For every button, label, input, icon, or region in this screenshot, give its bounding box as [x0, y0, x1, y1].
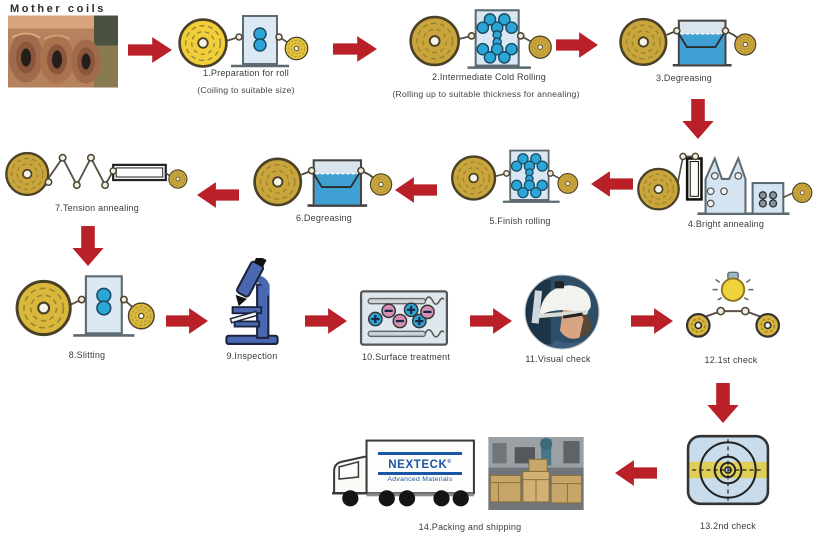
- arrow-step11-to-step12: [631, 308, 673, 334]
- step8-icon-coil-two-roller-mill: [15, 275, 155, 337]
- step3-icon-degreasing-tank: [619, 17, 757, 67]
- step13-label: 13.2nd check: [700, 521, 756, 531]
- logo-top-bar: [378, 452, 462, 455]
- step1-sublabel: (Coiling to suitable size): [197, 85, 295, 95]
- step5-label: 5.Finish rolling: [489, 216, 551, 226]
- mother-coils-photo: [8, 15, 118, 88]
- step10-label: 10.Surface treatment: [361, 352, 451, 362]
- step4-icon-bright-annealing-line: [637, 152, 813, 215]
- arrow-mothercoils-to-step1: [128, 37, 172, 63]
- step12-icon-lamp-inspection: [685, 271, 781, 338]
- step5-icon-coil-cluster-mill: [451, 149, 579, 203]
- step3-label: 3.Degreasing: [656, 73, 712, 83]
- step1-label: 1.Preparation for roll: [203, 68, 289, 78]
- step2-sublabel: (Rolling up to suitable thickness for an…: [392, 89, 580, 99]
- arrow-step5-to-step6: [395, 177, 437, 203]
- logo-tagline: Advanced Materials: [387, 475, 453, 483]
- arrow-step8-to-step9: [166, 308, 208, 334]
- step2-icon-coil-cluster-mill: [409, 9, 552, 69]
- registered-mark: ®: [447, 459, 452, 465]
- step4-label: 4.Bright annealing: [687, 219, 765, 229]
- arrow-step12-to-step13: [707, 383, 739, 423]
- mother-coils-title: Mother coils: [10, 3, 106, 15]
- logo-brand-name: NEXTECK®: [388, 458, 452, 471]
- step11-icon-worker-photo: [524, 274, 600, 350]
- step7-label: 7.Tension annealing: [55, 203, 139, 213]
- step6-label: 6.Degreasing: [296, 213, 352, 223]
- step9-icon-microscope: [225, 258, 279, 345]
- arrow-step6-to-step7: [197, 182, 239, 208]
- step11-label: 11.Visual check: [525, 354, 591, 364]
- step6-icon-degreasing-tank: [253, 157, 393, 207]
- arrow-step3-to-step4: [682, 99, 714, 139]
- step10-icon-electrolytic-bath: [359, 290, 449, 346]
- arrow-step10-to-step11: [470, 308, 512, 334]
- step7-icon-tension-annealing-furnace: [5, 151, 188, 197]
- step14-icon-truck: [332, 439, 475, 507]
- arrow-step1-to-step2: [333, 36, 377, 62]
- arrow-step7-to-step8: [72, 226, 104, 266]
- step8-label: 8.Slitting: [68, 350, 106, 360]
- step12-label: 12.1st check: [704, 355, 758, 365]
- arrow-step13-to-step14: [615, 460, 657, 486]
- nexteck-logo: NEXTECK® Advanced Materials: [372, 452, 468, 483]
- step14-label: 14.Packing and shipping: [418, 522, 522, 532]
- step9-label: 9.Inspection: [226, 351, 278, 361]
- arrow-step9-to-step10: [305, 308, 347, 334]
- step13-icon-crosshair-gauge: [686, 434, 770, 506]
- step14-crates-photo: [488, 437, 584, 510]
- step2-label: 2.Intermediate Cold Rolling: [432, 72, 546, 82]
- logo-bottom-bar: [378, 471, 462, 475]
- step1-icon-coil-two-roller-mill: [178, 15, 309, 68]
